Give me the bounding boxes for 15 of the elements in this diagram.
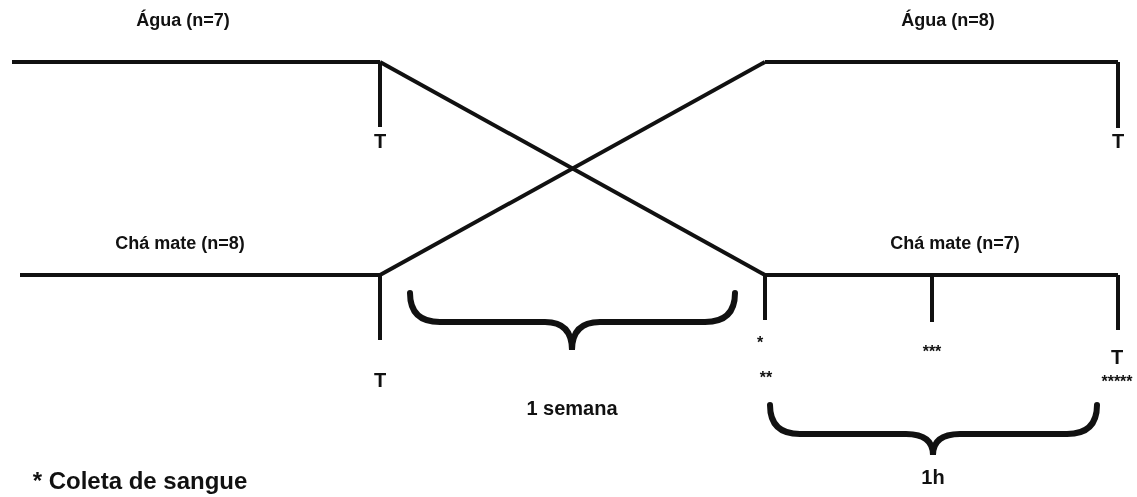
group-heading: Chá mate (n=8): [115, 234, 245, 252]
time-point-marker: T: [373, 131, 387, 151]
time-point-marker: T: [1110, 347, 1124, 367]
time-point-marker: T: [373, 370, 387, 390]
footnote-mark: *: [756, 335, 764, 351]
group-heading: Água (n=7): [136, 11, 230, 29]
interval-label: 1h: [921, 467, 945, 487]
group-heading: Água (n=8): [901, 11, 995, 29]
footnote-text: * Coleta de sangue: [32, 469, 248, 493]
footnote-mark: **: [759, 370, 773, 386]
footnote-mark: ***: [922, 344, 942, 360]
interval-label: 1 semana: [526, 398, 618, 418]
footnote-mark: *****: [1101, 374, 1133, 390]
time-point-marker: T: [1111, 131, 1125, 151]
group-heading: Chá mate (n=7): [890, 234, 1020, 252]
